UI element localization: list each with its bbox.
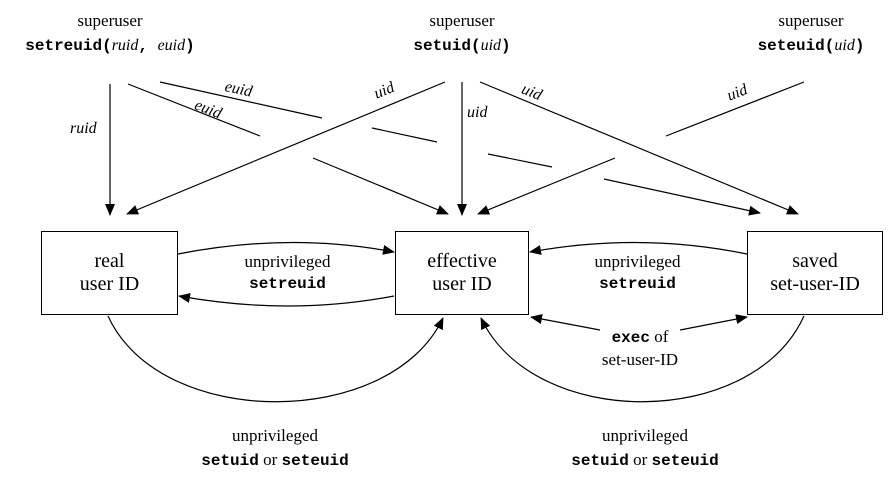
setuid-call: setuid(uid): [372, 37, 552, 55]
setuid-func: setuid(: [413, 37, 481, 55]
setreuid-close: ): [185, 37, 195, 55]
real-to-effective-loop: [107, 315, 444, 403]
effective-box-line1: effective: [427, 250, 497, 272]
bottom-left-or: or: [258, 450, 282, 469]
real-user-id-box: real user ID: [41, 231, 178, 315]
ruid-arrow-label: ruid: [70, 120, 97, 137]
saved-set-user-id-box: saved set-user-ID: [747, 231, 883, 315]
setuid-close: ): [501, 37, 511, 55]
bottom-left-setuid: setuid: [201, 452, 259, 470]
setreuid-arg-ruid: ruid: [111, 37, 139, 54]
exec-label: exec of: [560, 327, 720, 347]
right-setreuid-label: setreuid: [599, 275, 676, 293]
uid-to-saved-arrow: [479, 81, 799, 215]
right-unprivileged-label: unprivileged: [594, 252, 681, 271]
euid-upper-arrow-seg4: [603, 178, 761, 216]
bottom-left-unprivileged-label: unprivileged: [232, 426, 318, 445]
euid-upper-arrow-seg1: [159, 81, 323, 119]
uid-to-real-arrow: [126, 81, 446, 215]
left-superuser-caption: superuser: [77, 11, 143, 30]
effective-box-line2: user ID: [432, 273, 492, 295]
exec-to-saved-arrow: [679, 314, 748, 331]
left-setreuid-label: setreuid: [249, 275, 326, 293]
uid-center-arrow-label: uid: [467, 104, 488, 121]
setreuid-sep: ,: [138, 37, 158, 55]
middle-superuser-caption: superuser: [429, 11, 495, 30]
setreuid-func: setreuid(: [25, 37, 112, 55]
seteuid-call: seteuid(uid): [726, 37, 896, 55]
setuid-arg: uid: [480, 37, 502, 54]
euid-upper-arrow-seg2: [371, 127, 438, 143]
seteuid-func: seteuid(: [757, 37, 835, 55]
exec-code: exec: [611, 329, 650, 347]
seteuid-to-effective-seg2: [477, 157, 616, 215]
seteuid-to-effective-seg1: [665, 81, 805, 137]
real-box-line1: real: [94, 250, 125, 272]
left-unprivileged-label: unprivileged: [244, 252, 331, 271]
bottom-right-or: or: [628, 450, 652, 469]
exec-set-user-id-label: set-user-ID: [601, 350, 679, 369]
bottom-left-setuid-seteuid-label: setuid or seteuid: [170, 450, 380, 470]
right-superuser-caption: superuser: [778, 11, 844, 30]
effective-to-real-arrow: [178, 293, 395, 307]
effective-user-id-box: effective user ID: [395, 231, 529, 315]
bottom-right-unprivileged-label: unprivileged: [602, 426, 688, 445]
saved-box-line2: set-user-ID: [770, 273, 860, 295]
setreuid-arg-euid: euid: [157, 37, 186, 54]
real-box-line2: user ID: [79, 273, 140, 295]
euid-lower-arrow-seg2: [312, 157, 449, 215]
saved-to-effective-loop: [480, 315, 805, 403]
exec-of: of: [649, 327, 669, 346]
seteuid-close: ): [854, 37, 865, 55]
euid-upper-arrow-seg3: [487, 153, 553, 168]
real-to-effective-arrow: [177, 241, 395, 255]
euid-lower-arrow-seg1: [127, 83, 261, 137]
bottom-right-setuid: setuid: [571, 452, 629, 470]
exec-to-effective-arrow: [530, 314, 601, 331]
bottom-right-seteuid: seteuid: [651, 452, 719, 470]
bottom-right-setuid-seteuid-label: setuid or seteuid: [540, 450, 750, 470]
seteuid-arg: uid: [834, 37, 855, 54]
bottom-left-seteuid: seteuid: [281, 452, 349, 470]
saved-box-line1: saved: [792, 250, 838, 272]
setreuid-call: setreuid(ruid, euid): [5, 37, 215, 55]
saved-to-effective-arrow: [529, 241, 748, 255]
